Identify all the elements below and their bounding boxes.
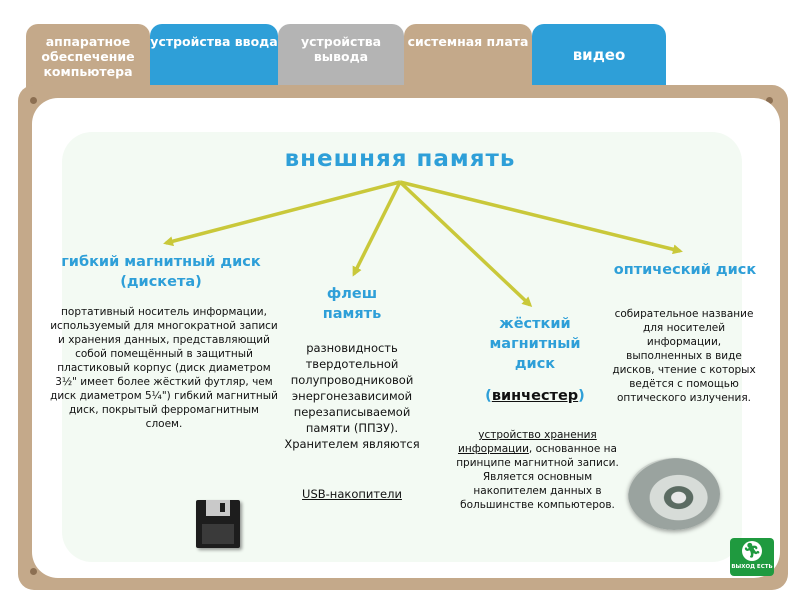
hdd-alias-close: ): [578, 388, 585, 404]
flash-description: разновидность твердотельной полупроводни…: [284, 341, 420, 451]
winchester-link[interactable]: винчестер: [491, 388, 579, 404]
tab-input-devices-label: устройства ввода: [150, 34, 278, 49]
hdd-alias-open: (: [485, 388, 492, 404]
hdd-alias: (винчестер): [470, 386, 600, 406]
floppy-shutter: [206, 500, 230, 516]
frame-dot: [30, 568, 37, 575]
frame-dot: [766, 97, 773, 104]
arrow-to-hdd: [398, 180, 533, 308]
exit-button[interactable]: 🏃︎ ВЫХОД ЕСТЬ: [730, 538, 774, 576]
arrow-to-floppy: [163, 180, 401, 247]
hdd-heading: жёсткий магнитный диск: [489, 316, 581, 372]
arrow-to-optical: [399, 180, 683, 255]
floppy-heading: гибкий магнитный диск (дискета): [61, 254, 261, 290]
optical-description: собирательное название для носителей инф…: [612, 308, 756, 404]
floppy-description: портативный носитель информации, использ…: [50, 306, 278, 430]
usb-drives-link[interactable]: USB-накопители: [302, 487, 402, 501]
storage-device-link[interactable]: устройство хранения информации: [458, 429, 597, 455]
page-title: внешняя память: [284, 146, 516, 172]
tab-hardware-label: аппаратное обеспечение компьютера: [41, 34, 135, 79]
tab-motherboard-label: системная плата: [407, 34, 529, 49]
optical-disc-image: [628, 458, 720, 530]
optical-heading: оптический диск: [613, 262, 757, 278]
flash-heading: флеш память: [322, 286, 382, 322]
floppy-disk-image: [196, 500, 240, 548]
hdd-description: устройство хранения информации, основанн…: [445, 428, 630, 512]
hdd-description-text: , основанное на принципе магнитной запис…: [456, 443, 619, 511]
tab-output-devices-label: устройства вывода: [300, 34, 382, 64]
exit-label: ВЫХОД ЕСТЬ: [731, 564, 773, 570]
frame-dot: [30, 97, 37, 104]
arrow-to-flash: [352, 181, 402, 277]
running-man-icon: 🏃︎: [742, 541, 762, 561]
tab-video-label: видео: [572, 46, 626, 64]
floppy-label-area: [202, 524, 234, 544]
